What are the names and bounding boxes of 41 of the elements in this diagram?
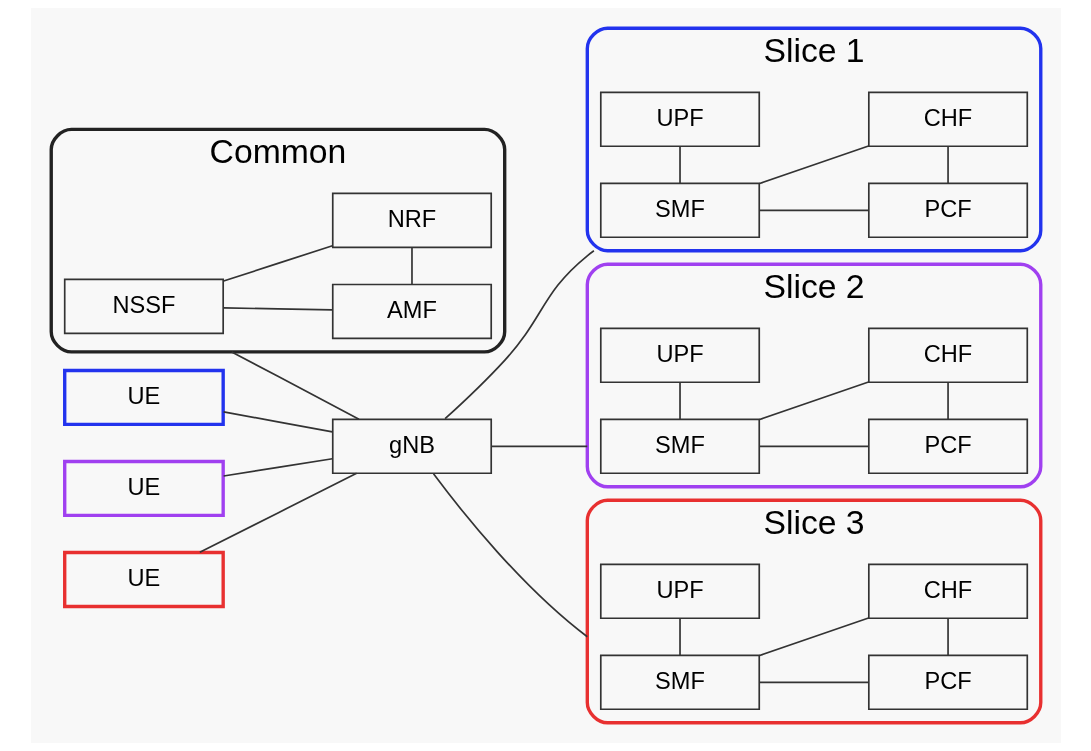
connector [222,307,333,311]
connector [432,473,588,638]
connector [443,249,595,420]
node-box: NRF [331,192,492,249]
connector [758,381,869,421]
connector [758,209,869,212]
node-box: SMF [599,182,760,239]
connector [758,145,869,185]
connector [758,617,869,657]
connector [946,381,949,421]
connector [222,457,333,477]
node-box: NSSF [63,278,224,335]
node-box: SMF [599,418,760,475]
connector [678,617,681,657]
node-box: UE [62,550,225,609]
node-box: AMF [331,283,492,340]
node-box: CHF [867,563,1028,620]
connector [490,445,588,448]
node-box: UPF [599,91,760,148]
node-box: UE [62,459,225,518]
node-box: PCF [867,182,1028,239]
connector [946,617,949,657]
node-box: UPF [599,327,760,384]
node-box: PCF [867,654,1028,711]
connector [410,246,413,286]
connector [678,145,681,185]
node-box: SMF [599,654,760,711]
connector [758,681,869,684]
node-box: CHF [867,327,1028,384]
connector [198,472,357,554]
connector [946,145,949,185]
connector [758,445,869,448]
node-box: CHF [867,91,1028,148]
connector [230,351,360,420]
connector [222,244,333,282]
node-box: UE [62,368,225,427]
connector [222,410,333,433]
connector [678,381,681,421]
node-box: PCF [867,418,1028,475]
node-box: gNB [331,418,492,475]
node-box: UPF [599,563,760,620]
